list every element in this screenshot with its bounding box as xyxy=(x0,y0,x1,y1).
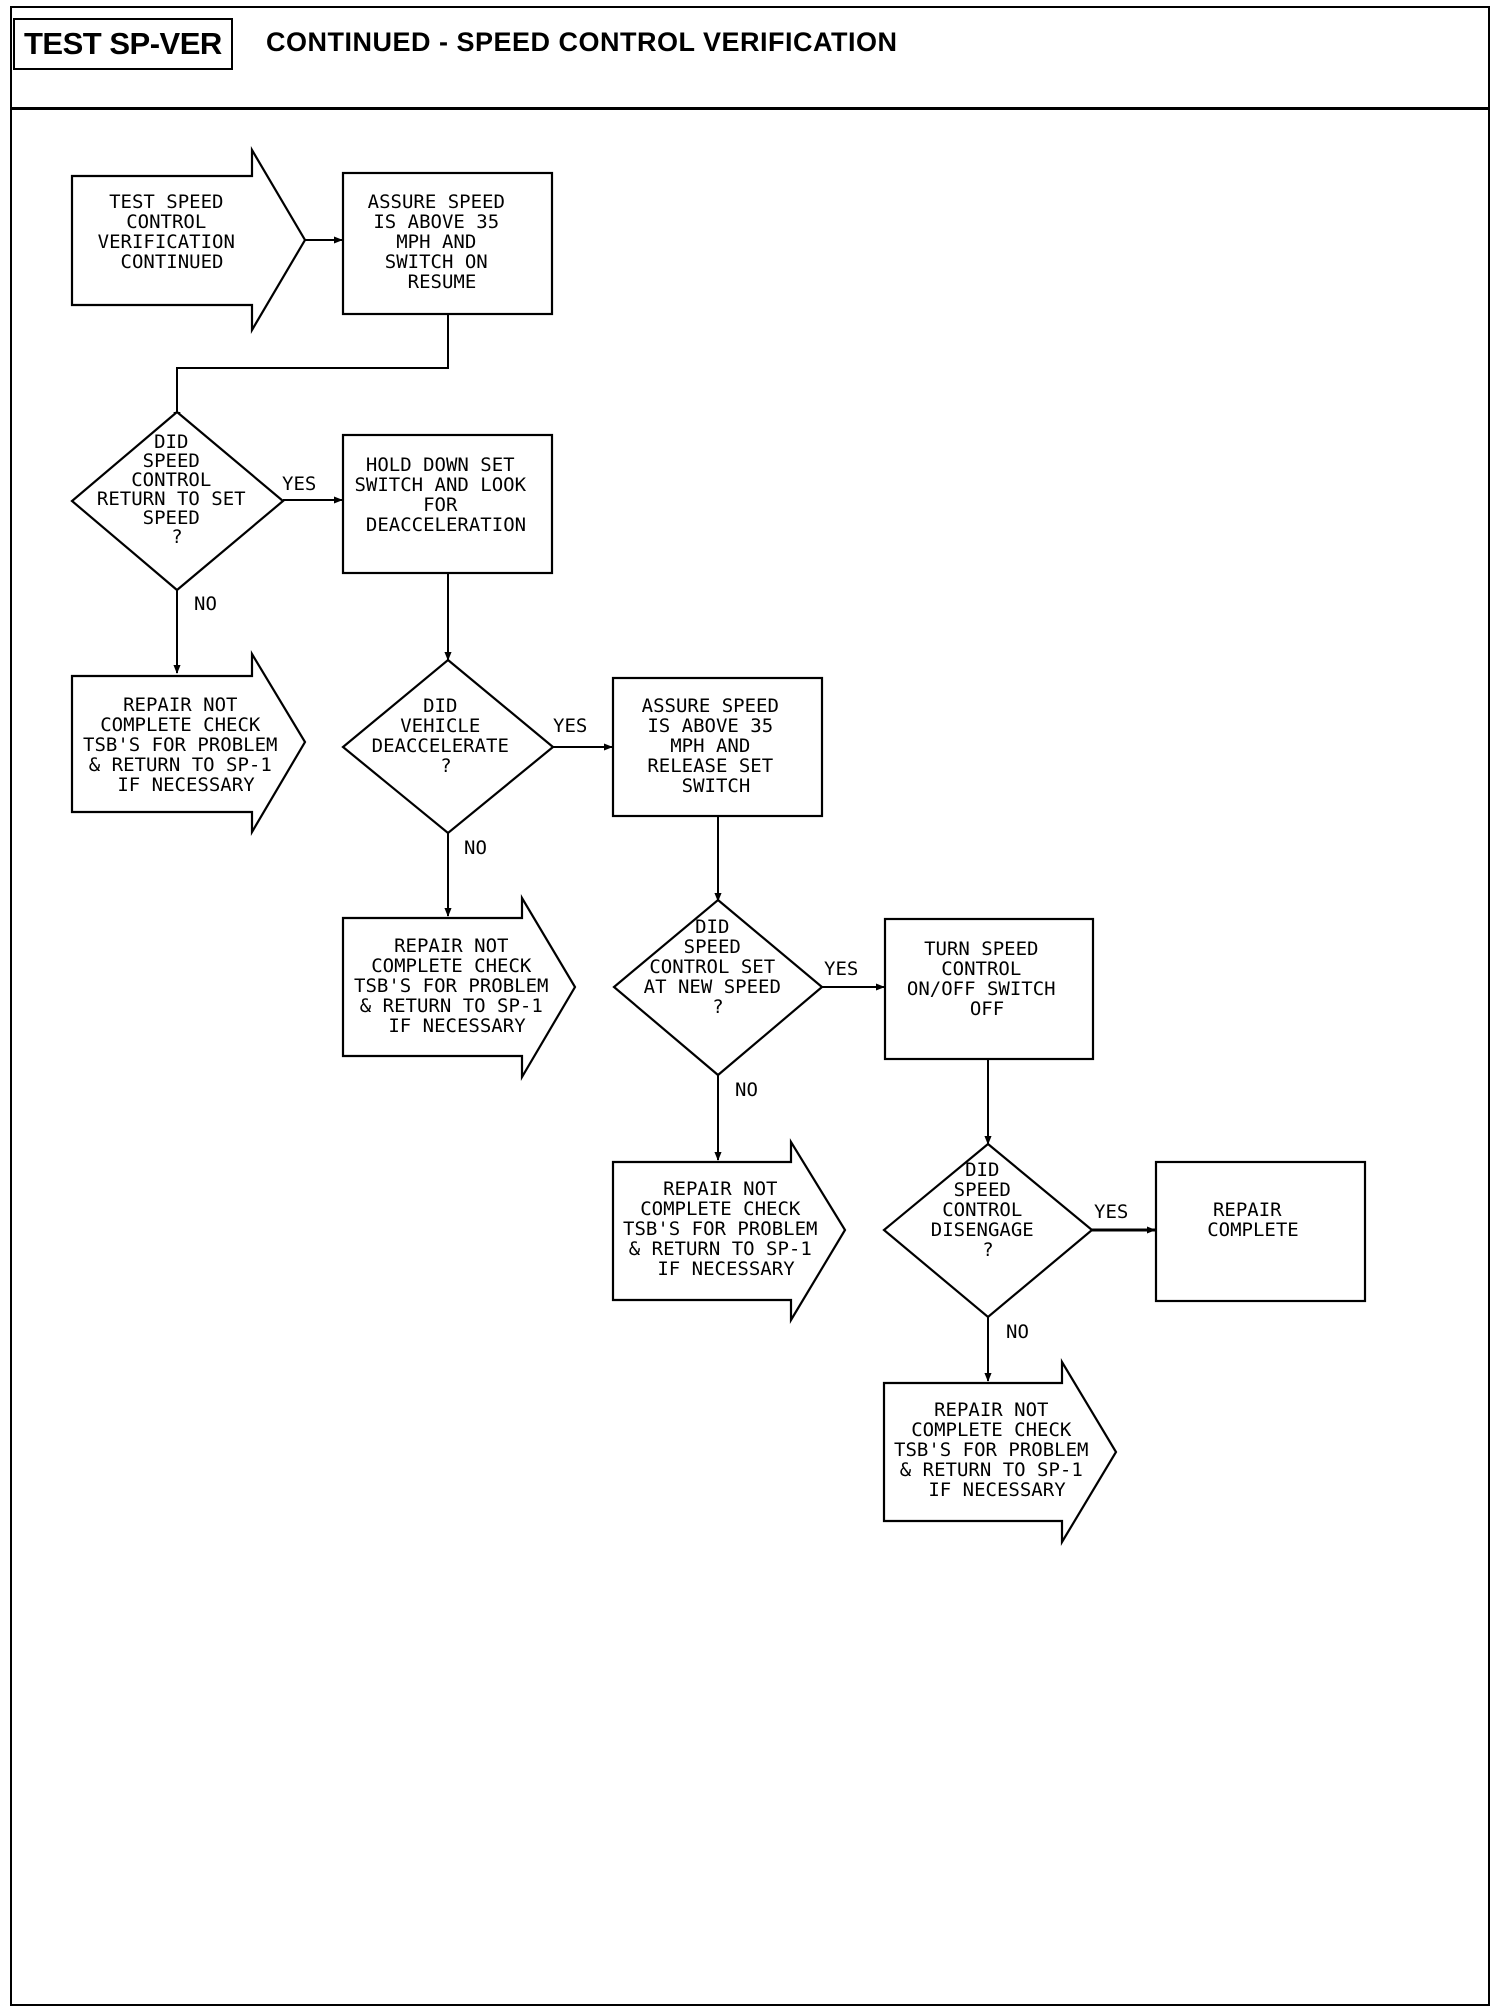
edge-assure-to-q-return xyxy=(173,314,449,421)
assure-release-text: ASSURE SPEED IS ABOVE 35 MPH AND RELEASE… xyxy=(642,695,791,797)
turn-off-text: TURN SPEED CONTROL ON/OFF SWITCH OFF xyxy=(907,938,1067,1020)
process-assure-release: ASSURE SPEED IS ABOVE 35 MPH AND RELEASE… xyxy=(611,676,824,818)
process-assure-resume: ASSURE SPEED IS ABOVE 35 MPH AND SWITCH … xyxy=(341,171,554,316)
decision-return-to-set-speed: DID SPEED CONTROL RETURN TO SET SPEED ? xyxy=(70,410,285,592)
test-id-label: TEST SP-VER xyxy=(13,18,233,70)
q-return-text: DID SPEED CONTROL RETURN TO SET SPEED ? xyxy=(97,431,257,548)
start-text: TEST SPEED CONTROL VERIFICATION CONTINUE… xyxy=(98,191,247,273)
connectors xyxy=(173,236,1156,1382)
repair-4-text: REPAIR NOT COMPLETE CHECK TSB'S FOR PROB… xyxy=(894,1399,1100,1501)
repair-1-text: REPAIR NOT COMPLETE CHECK TSB'S FOR PROB… xyxy=(83,694,289,796)
label-return-no: NO xyxy=(194,593,217,615)
terminal-repair-1: REPAIR NOT COMPLETE CHECK TSB'S FOR PROB… xyxy=(70,650,307,837)
repair-complete-text: REPAIR COMPLETE xyxy=(1207,1199,1299,1241)
terminal-repair-complete: REPAIR COMPLETE xyxy=(1154,1160,1367,1303)
label-return-yes: YES xyxy=(282,473,316,495)
terminal-repair-2: REPAIR NOT COMPLETE CHECK TSB'S FOR PROB… xyxy=(341,894,577,1082)
process-turn-off: TURN SPEED CONTROL ON/OFF SWITCH OFF xyxy=(883,917,1095,1061)
page-title: CONTINUED - SPEED CONTROL VERIFICATION xyxy=(266,27,898,57)
q-decel-text: DID VEHICLE DEACCELERATE ? xyxy=(372,695,521,777)
header-band xyxy=(10,6,1490,110)
label-decel-yes: YES xyxy=(553,715,587,737)
decision-vehicle-deaccelerate: DID VEHICLE DEACCELERATE ? xyxy=(341,658,555,835)
label-decel-no: NO xyxy=(464,837,487,859)
decision-disengage: DID SPEED CONTROL DISENGAGE ? xyxy=(882,1142,1094,1319)
hold-set-text: HOLD DOWN SET SWITCH AND LOOK FOR DEACCE… xyxy=(354,454,537,536)
terminal-repair-3: REPAIR NOT COMPLETE CHECK TSB'S FOR PROB… xyxy=(611,1138,847,1324)
label-new-speed-yes: YES xyxy=(824,958,858,980)
label-disengage-yes: YES xyxy=(1094,1201,1128,1223)
terminal-repair-4: REPAIR NOT COMPLETE CHECK TSB'S FOR PROB… xyxy=(882,1358,1118,1546)
label-new-speed-no: NO xyxy=(735,1079,758,1101)
repair-2-text: REPAIR NOT COMPLETE CHECK TSB'S FOR PROB… xyxy=(354,935,560,1037)
edge-labels: YES NO YES NO YES NO YES NO xyxy=(194,473,1128,1343)
assure-resume-text: ASSURE SPEED IS ABOVE 35 MPH AND SWITCH … xyxy=(368,191,517,293)
label-disengage-no: NO xyxy=(1006,1321,1029,1343)
decision-set-new-speed: DID SPEED CONTROL SET AT NEW SPEED ? xyxy=(612,898,824,1077)
q-disengage-text: DID SPEED CONTROL DISENGAGE ? xyxy=(931,1159,1045,1261)
repair-3-text: REPAIR NOT COMPLETE CHECK TSB'S FOR PROB… xyxy=(623,1178,829,1280)
process-hold-set: HOLD DOWN SET SWITCH AND LOOK FOR DEACCE… xyxy=(341,433,554,575)
q-new-speed-text: DID SPEED CONTROL SET AT NEW SPEED ? xyxy=(644,916,793,1018)
start-block: TEST SPEED CONTROL VERIFICATION CONTINUE… xyxy=(70,145,307,335)
